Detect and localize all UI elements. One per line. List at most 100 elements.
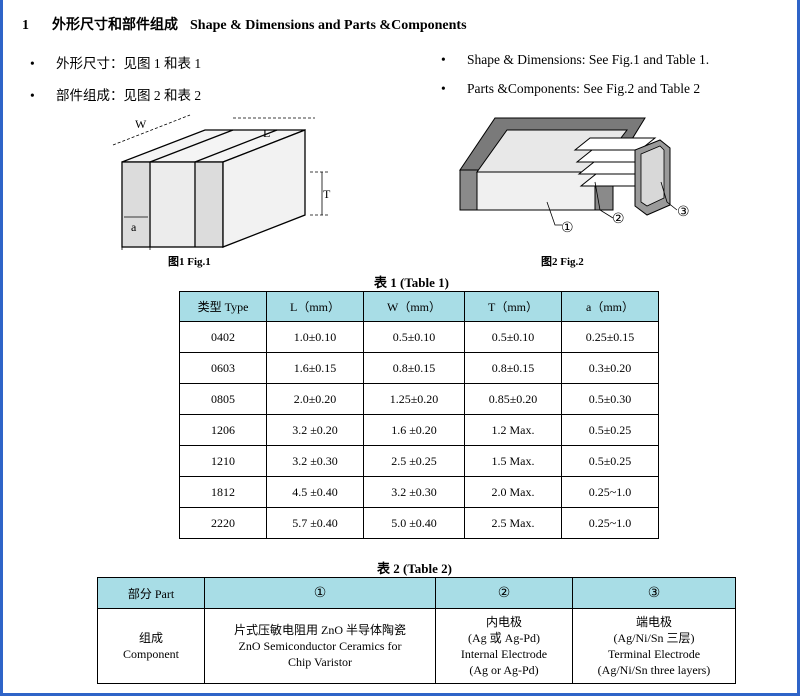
cell-t: 0.8±0.15 [464, 352, 562, 384]
cell-line: (Ag/Ni/Sn three layers) [597, 663, 711, 677]
bullet-dot: • [441, 52, 446, 67]
cell-w: 0.8±0.15 [363, 352, 465, 384]
bullet-text: Shape & Dimensions: See Fig.1 and Table … [467, 52, 710, 67]
header-t: T（mm） [464, 291, 562, 322]
header-part-3: ③ [572, 577, 736, 609]
cell-l: 1.0±0.10 [266, 321, 364, 353]
cell-line: (Ag 或 Ag-Pd) [468, 631, 540, 645]
cell-w: 5.0 ±0.40 [363, 507, 465, 539]
table-row: 0402 1.0±0.10 0.5±0.10 0.5±0.10 0.25±0.1… [179, 321, 659, 353]
cell-w: 1.25±0.20 [363, 383, 465, 415]
header-l: L（mm） [266, 291, 364, 322]
header-part-2: ② [435, 577, 573, 609]
bullet-right-1: • Shape & Dimensions: See Fig.1 and Table… [441, 52, 709, 68]
cell-t: 0.85±0.20 [464, 383, 562, 415]
row-label-component: 组成 Component [97, 608, 205, 684]
cell-part-1: 片式压敏电阻用 ZnO 半导体陶瓷 ZnO Semiconductor Cera… [204, 608, 436, 684]
cell-a: 0.5±0.25 [561, 414, 659, 446]
cell-t: 2.0 Max. [464, 476, 562, 508]
fig2-marker-1: ① [561, 220, 574, 236]
cell-type: 0603 [179, 352, 267, 384]
cell-a: 0.25~1.0 [561, 476, 659, 508]
table1-title: 表 1 (Table 1) [374, 275, 449, 290]
cell-line: Terminal Electrode [607, 647, 701, 661]
components-table: 部分 Part ① ② ③ 组成 Component 片式压敏电阻用 ZnO 半… [97, 577, 736, 684]
cell-type: 2220 [179, 507, 267, 539]
fig1-caption: 图1 Fig.1 [168, 256, 211, 268]
cell-t: 0.5±0.10 [464, 321, 562, 353]
section-number: 1 [22, 18, 29, 33]
header-a: a（mm） [561, 291, 659, 322]
cell-a: 0.25~1.0 [561, 507, 659, 539]
cell-w: 0.5±0.10 [363, 321, 465, 353]
cell-l: 2.0±0.20 [266, 383, 364, 415]
row-label-en: Component [123, 647, 179, 661]
table2-title: 表 2 (Table 2) [377, 561, 452, 576]
cell-l: 4.5 ±0.40 [266, 476, 364, 508]
table-row: 1210 3.2 ±0.30 2.5 ±0.25 1.5 Max. 0.5±0.… [179, 445, 659, 477]
section-title-cn: 外形尺寸和部件组成 [52, 18, 178, 33]
cell-l: 5.7 ±0.40 [266, 507, 364, 539]
section-heading: 1 外形尺寸和部件组成 Shape & Dimensions and Parts &… [22, 14, 467, 34]
fig1-label-l: L [263, 126, 270, 140]
fig1-label-w: W [135, 117, 147, 131]
fig1-label-a: a [131, 220, 137, 234]
table-row: 2220 5.7 ±0.40 5.0 ±0.40 2.5 Max. 0.25~1… [179, 507, 659, 539]
header-part: 部分 Part [97, 577, 205, 609]
cell-a: 0.5±0.30 [561, 383, 659, 415]
cell-line: (Ag or Ag-Pd) [469, 663, 539, 677]
bullet-left-1: • 外形尺寸：见图 1 和表 1 [30, 52, 201, 72]
table-row: 组成 Component 片式压敏电阻用 ZnO 半导体陶瓷 ZnO Semic… [97, 608, 736, 684]
cell-line: (Ag/Ni/Sn 三层) [613, 631, 695, 645]
cell-line: 片式压敏电阻用 ZnO 半导体陶瓷 [234, 623, 406, 637]
cell-type: 1210 [179, 445, 267, 477]
cell-type: 1206 [179, 414, 267, 446]
table-row: 0603 1.6±0.15 0.8±0.15 0.8±0.15 0.3±0.20 [179, 352, 659, 384]
cell-a: 0.3±0.20 [561, 352, 659, 384]
fig2-marker-2: ② [612, 211, 625, 227]
bullet-text: 外形尺寸：见图 1 和表 1 [56, 56, 202, 71]
header-type: 类型 Type [179, 291, 267, 322]
bullet-dot: • [30, 88, 35, 103]
cell-line: Internal Electrode [460, 647, 548, 661]
cell-type: 0402 [179, 321, 267, 353]
cell-t: 1.5 Max. [464, 445, 562, 477]
cell-a: 0.25±0.15 [561, 321, 659, 353]
fig2-marker-3: ③ [677, 204, 690, 220]
cell-a: 0.5±0.25 [561, 445, 659, 477]
cell-type: 1812 [179, 476, 267, 508]
cell-l: 3.2 ±0.20 [266, 414, 364, 446]
fig1-label-t: T [323, 187, 331, 201]
fig2-structure-diagram: ① ② ③ [459, 117, 690, 236]
cell-line: ZnO Semiconductor Ceramics for [238, 639, 402, 653]
cell-w: 1.6 ±0.20 [363, 414, 465, 446]
bullet-text: Parts &Components: See Fig.2 and Table 2 [467, 81, 701, 96]
cell-t: 1.2 Max. [464, 414, 562, 446]
fig1-chip-diagram: W L T a [112, 114, 331, 250]
bullet-dot: • [441, 81, 446, 96]
cell-l: 1.6±0.15 [266, 352, 364, 384]
bullet-dot: • [30, 56, 35, 71]
bullet-right-2: • Parts &Components: See Fig.2 and Table … [441, 81, 700, 97]
table-row: 0805 2.0±0.20 1.25±0.20 0.85±0.20 0.5±0.… [179, 383, 659, 415]
dimensions-table: 类型 Type L（mm） W（mm） T（mm） a（mm） 0402 1.0… [179, 291, 659, 539]
cell-type: 0805 [179, 383, 267, 415]
cell-w: 3.2 ±0.30 [363, 476, 465, 508]
cell-l: 3.2 ±0.30 [266, 445, 364, 477]
cell-line: Chip Varistor [287, 655, 353, 669]
cell-part-2: 内电极 (Ag 或 Ag-Pd) Internal Electrode (Ag … [435, 608, 573, 684]
bullet-left-2: • 部件组成：见图 2 和表 2 [30, 84, 201, 104]
table-row: 1812 4.5 ±0.40 3.2 ±0.30 2.0 Max. 0.25~1… [179, 476, 659, 508]
cell-w: 2.5 ±0.25 [363, 445, 465, 477]
header-part-1: ① [204, 577, 436, 609]
table-header-row: 部分 Part ① ② ③ [97, 577, 736, 609]
section-title-en: Shape & Dimensions and Parts &Components [190, 18, 467, 33]
cell-part-3: 端电极 (Ag/Ni/Sn 三层) Terminal Electrode (Ag… [572, 608, 736, 684]
cell-line: 端电极 [635, 615, 672, 629]
fig2-caption: 图2 Fig.2 [541, 256, 584, 268]
cell-line: 内电极 [485, 615, 522, 629]
row-label-cn: 组成 [138, 631, 163, 645]
table-row: 1206 3.2 ±0.20 1.6 ±0.20 1.2 Max. 0.5±0.… [179, 414, 659, 446]
bullet-text: 部件组成：见图 2 和表 2 [56, 88, 202, 103]
